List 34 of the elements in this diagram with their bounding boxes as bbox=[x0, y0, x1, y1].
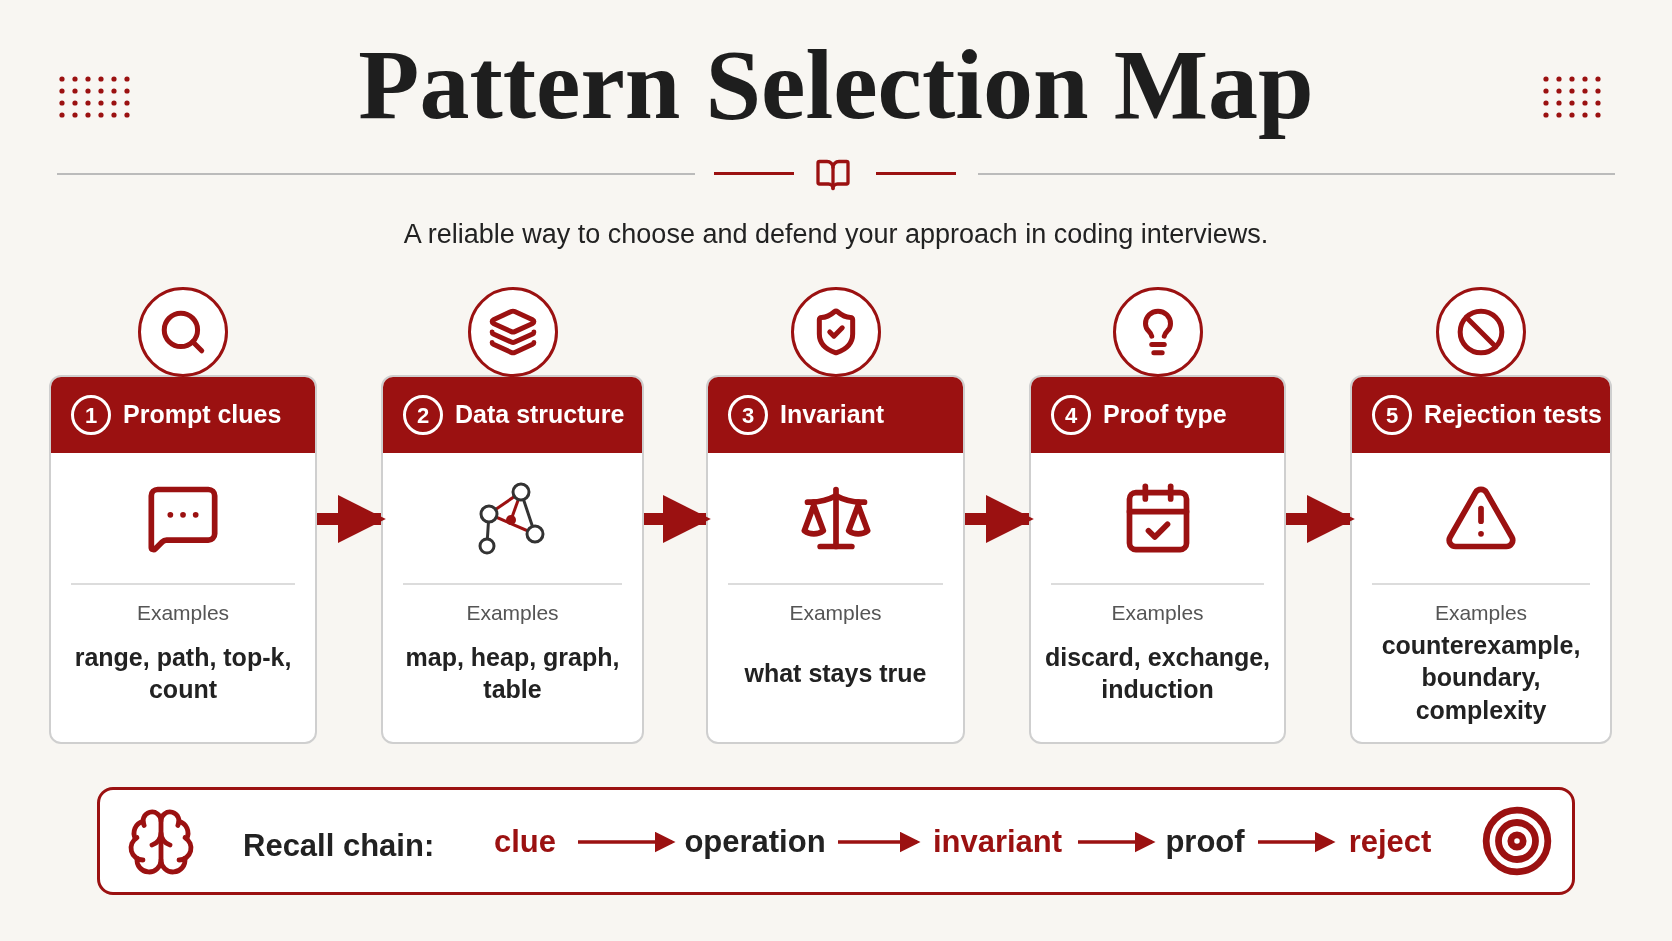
subtitle: A reliable way to choose and defend your approach in coding interviews. bbox=[403, 218, 1269, 251]
chain-step: proof bbox=[1165, 818, 1245, 866]
step-number: 4 bbox=[1051, 395, 1091, 435]
examples-text: discard, exchange, induction bbox=[1043, 641, 1272, 706]
recall-chain-bar bbox=[97, 787, 1575, 895]
examples-text: what stays true bbox=[744, 658, 927, 689]
examples-heading: Examples bbox=[466, 600, 559, 626]
chain-step: reject bbox=[1348, 818, 1432, 866]
examples-heading: Examples bbox=[1111, 600, 1204, 626]
examples-text: map, heap, graph, table bbox=[404, 641, 621, 706]
step-title: Rejection tests bbox=[1424, 399, 1602, 431]
step-card bbox=[1029, 375, 1286, 744]
step-number: 2 bbox=[403, 395, 443, 435]
title: Pattern Selection Map bbox=[358, 30, 1314, 140]
step-title: Prompt clues bbox=[123, 399, 282, 431]
step-number: 3 bbox=[728, 395, 768, 435]
chain-step: invariant bbox=[932, 818, 1063, 866]
examples-heading: Examples bbox=[136, 600, 230, 626]
step-title: Invariant bbox=[780, 399, 885, 431]
examples-heading: Examples bbox=[789, 600, 882, 626]
chain-heading: Recall chain: bbox=[243, 827, 435, 865]
step-card bbox=[706, 375, 965, 744]
step-card bbox=[1350, 375, 1612, 744]
step-title: Data structure bbox=[455, 399, 625, 431]
chain-step: clue bbox=[494, 818, 556, 866]
step-title: Proof type bbox=[1103, 399, 1227, 431]
examples-heading: Examples bbox=[1434, 600, 1528, 626]
step-number: 5 bbox=[1372, 395, 1412, 435]
examples-text: counterexample, boundary, complexity bbox=[1380, 629, 1582, 726]
step-number: 1 bbox=[71, 395, 111, 435]
step-card bbox=[49, 375, 317, 744]
chain-step: operation bbox=[684, 818, 826, 866]
examples-text: range, path, top-k, count bbox=[73, 641, 293, 706]
step-card bbox=[381, 375, 644, 744]
